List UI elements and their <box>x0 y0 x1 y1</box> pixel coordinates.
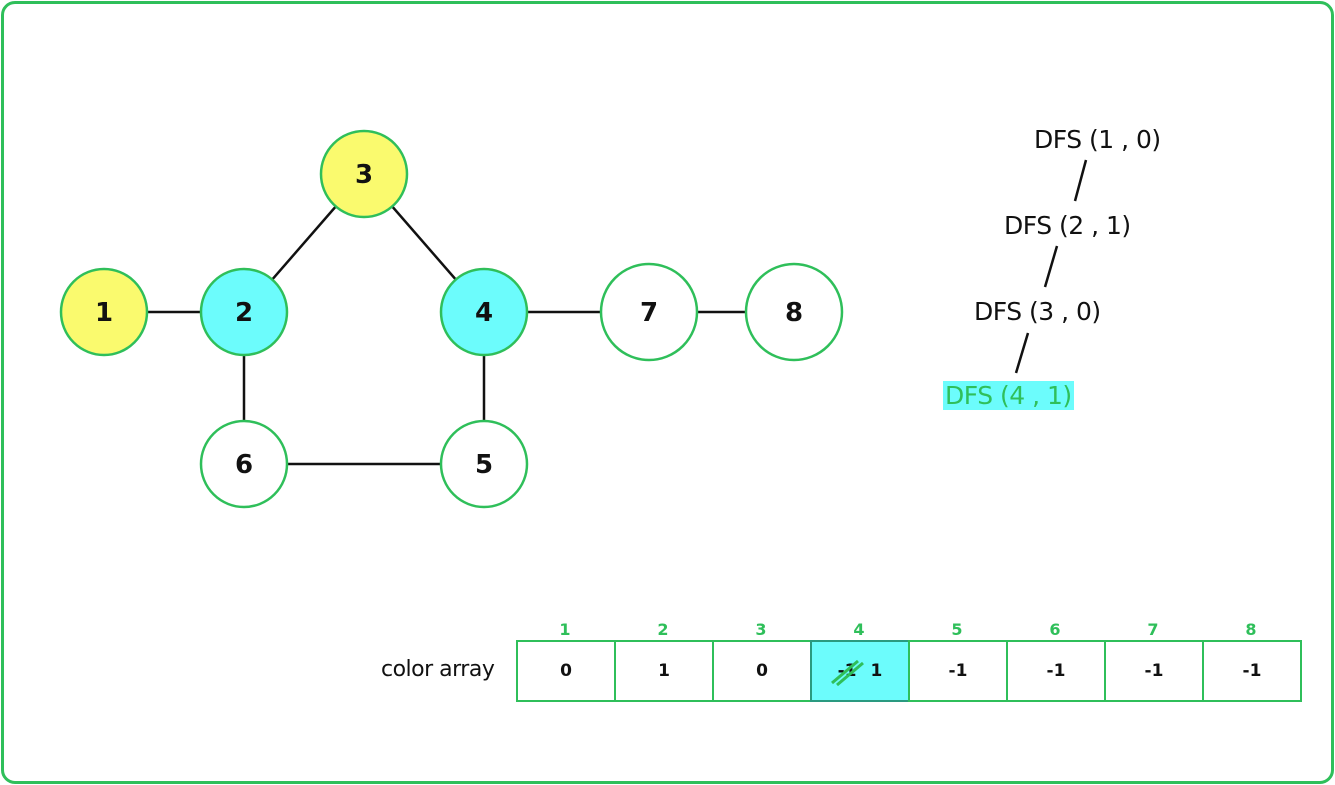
node-1: 1 <box>59 267 149 357</box>
array-cell-2: 1 <box>614 640 714 702</box>
previous-value-struck: -1 <box>830 659 864 687</box>
array-cell-6: -1 <box>1006 640 1106 702</box>
node-circle-6 <box>199 419 289 509</box>
trace-connector-2 <box>1043 245 1059 288</box>
array-cell-3: 0 <box>712 640 812 702</box>
node-6: 6 <box>199 419 289 509</box>
array-cell-7: -1 <box>1104 640 1204 702</box>
node-label-5: 5 <box>475 450 493 480</box>
trace-connector-1 <box>1073 159 1088 202</box>
node-label-8: 8 <box>785 298 803 328</box>
dfs-call-2: DFS (2 , 1) <box>1004 211 1131 240</box>
node-label-6: 6 <box>235 450 253 480</box>
array-index-3: 3 <box>755 620 767 639</box>
node-circle-7 <box>599 262 699 362</box>
dfs-call-3: DFS (3 , 0) <box>974 297 1101 326</box>
node-label-4: 4 <box>475 298 493 328</box>
node-7: 7 <box>599 262 699 362</box>
strike-through-icon <box>830 659 864 687</box>
dfs-call-1: DFS (1 , 0) <box>1034 125 1161 154</box>
color-array-label: color array <box>381 657 495 682</box>
array-index-4: 4 <box>853 620 865 639</box>
node-4: 4 <box>439 267 529 357</box>
array-index-7: 7 <box>1147 620 1159 639</box>
node-circle-5 <box>439 419 529 509</box>
node-label-3: 3 <box>355 160 373 190</box>
trace-connector-3 <box>1014 332 1030 374</box>
array-index-8: 8 <box>1245 620 1257 639</box>
node-3: 3 <box>319 129 409 219</box>
node-8: 8 <box>744 262 844 362</box>
node-circle-2 <box>199 267 289 357</box>
node-label-1: 1 <box>95 298 113 328</box>
node-2: 2 <box>199 267 289 357</box>
node-circle-1 <box>59 267 149 357</box>
array-index-6: 6 <box>1049 620 1061 639</box>
array-index-5: 5 <box>951 620 963 639</box>
array-index-2: 2 <box>657 620 669 639</box>
node-circle-4 <box>439 267 529 357</box>
array-value-4: 1 <box>870 661 883 681</box>
node-label-7: 7 <box>640 298 658 328</box>
node-circle-3 <box>319 129 409 219</box>
array-cell-4: -1 1 <box>810 640 910 702</box>
array-cell-1: 0 <box>516 640 616 702</box>
node-circle-8 <box>744 262 844 362</box>
dfs-call-current: DFS (4 , 1) <box>943 381 1074 410</box>
node-label-2: 2 <box>235 298 253 328</box>
array-cell-8: -1 <box>1202 640 1302 702</box>
array-cell-5: -1 <box>908 640 1008 702</box>
array-index-1: 1 <box>559 620 571 639</box>
node-5: 5 <box>439 419 529 509</box>
